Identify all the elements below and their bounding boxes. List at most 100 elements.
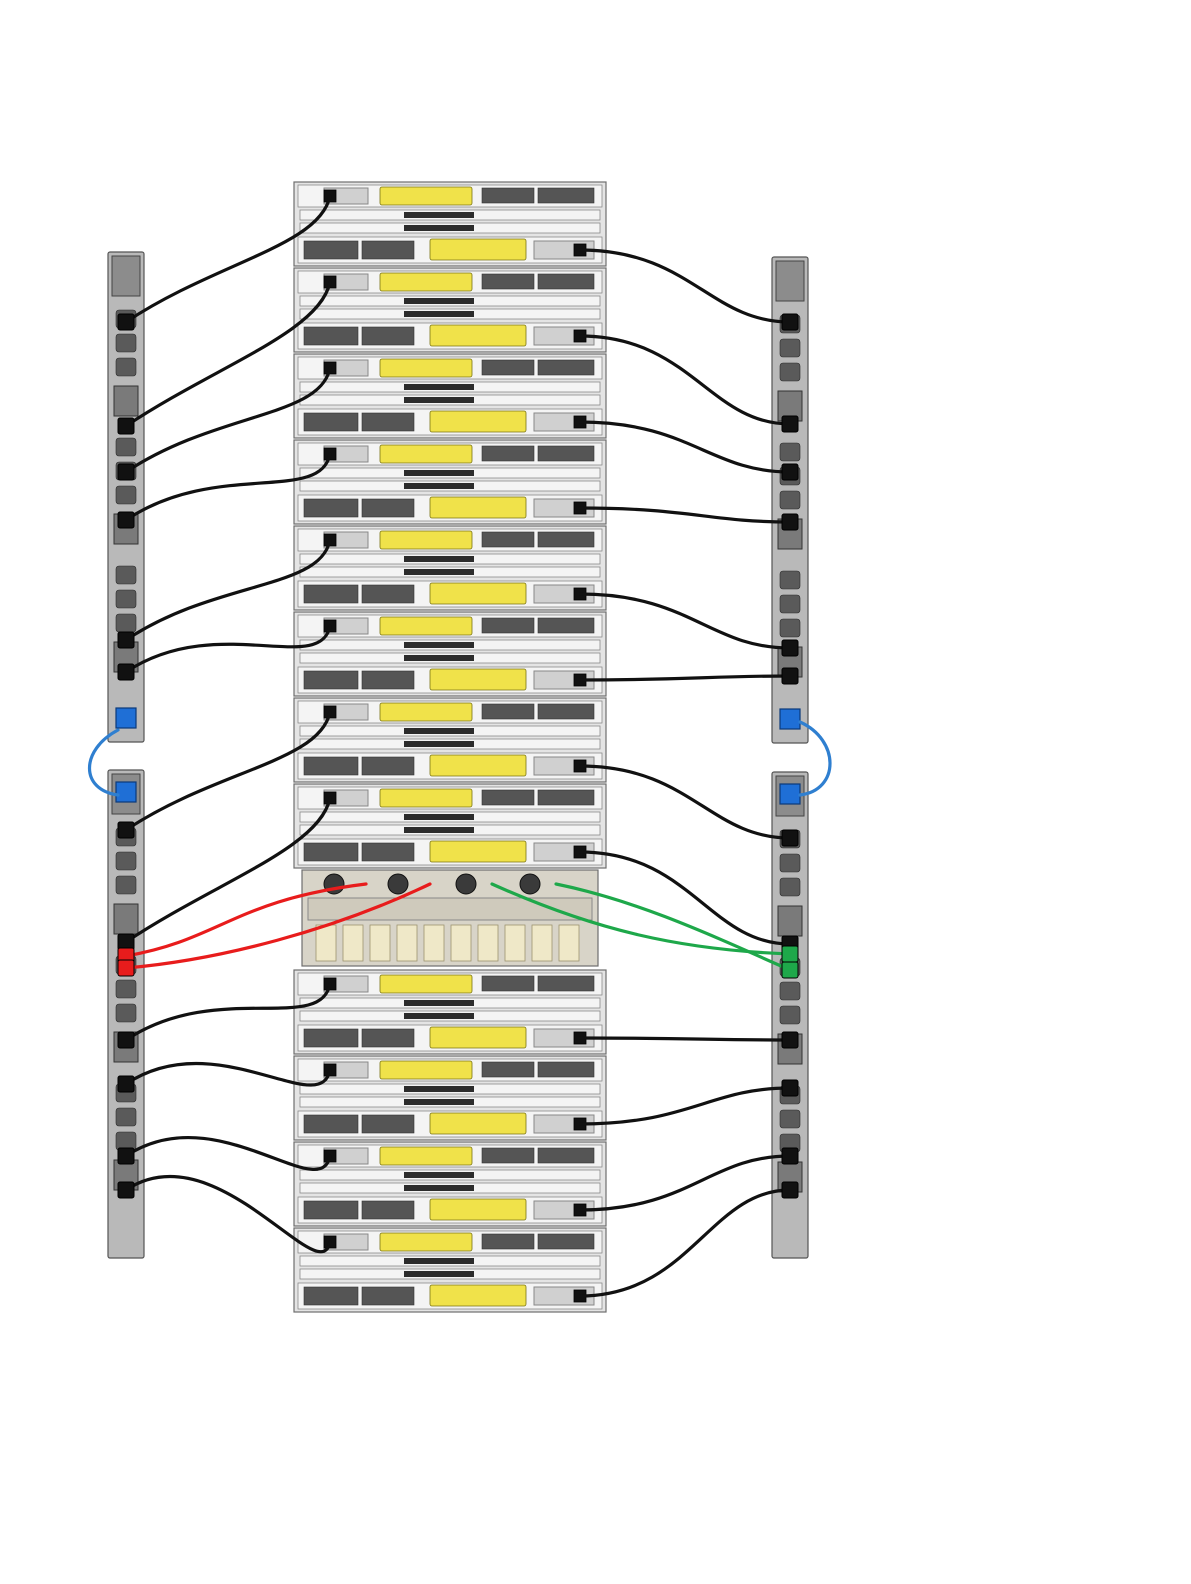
controller-io-card — [397, 925, 417, 961]
controller-io-card — [451, 925, 471, 961]
iom-ports-b — [404, 1185, 474, 1191]
disk-shelf — [294, 526, 606, 610]
pdu-socket — [780, 619, 800, 637]
vent-bottom-2 — [362, 1201, 414, 1219]
iom-ports-b — [404, 1271, 474, 1277]
pdu-socket — [780, 363, 800, 381]
power-cable — [580, 676, 790, 680]
shelf-handle-bottom — [430, 755, 526, 776]
power-outlet-plug — [118, 1076, 134, 1092]
shelf-handle-bottom — [430, 325, 526, 346]
pdu-socket — [116, 614, 136, 632]
pdu-breaker — [114, 386, 138, 416]
disk-shelf — [294, 698, 606, 782]
iom-ports-a — [404, 728, 474, 734]
pdu-socket — [116, 590, 136, 608]
pdu-breaker — [778, 906, 802, 936]
shelf-handle-top — [380, 359, 472, 377]
pdu-socket — [780, 1110, 800, 1128]
pdu-link-plug — [116, 782, 136, 802]
vent-top-2 — [538, 188, 594, 203]
vent-bottom-2 — [362, 1029, 414, 1047]
shelf-handle-bottom — [430, 1027, 526, 1048]
shelf-handle-top — [380, 273, 472, 291]
controller-io-card — [370, 925, 390, 961]
vent-top-1 — [482, 360, 534, 375]
power-cable — [580, 1156, 790, 1210]
power-cable — [580, 250, 790, 322]
iom-ports-b — [404, 483, 474, 489]
pdu-link-plug — [780, 709, 800, 729]
iom-ports-a — [404, 1000, 474, 1006]
power-outlet-plug — [118, 1032, 134, 1048]
power-cable — [580, 594, 790, 648]
shelf-handle-top — [380, 703, 472, 721]
power-outlet-plug — [782, 464, 798, 480]
power-outlet-plug — [118, 418, 134, 434]
vent-bottom-1 — [304, 757, 358, 775]
pdu-socket — [116, 334, 136, 352]
controller-plug-b — [782, 946, 798, 962]
vent-top-2 — [538, 1062, 594, 1077]
iom-ports-a — [404, 212, 474, 218]
iom-ports-b — [404, 1099, 474, 1105]
pdu-socket — [116, 438, 136, 456]
power-cable — [580, 766, 790, 838]
iom-ports-b — [404, 741, 474, 747]
power-outlet-plug — [782, 416, 798, 432]
vent-bottom-1 — [304, 843, 358, 861]
shelf-handle-top — [380, 1233, 472, 1251]
controller-fan — [388, 874, 408, 894]
iom-ports-b — [404, 397, 474, 403]
shelf-handle-top — [380, 187, 472, 205]
power-outlet-plug — [118, 464, 134, 480]
pdu-socket — [780, 982, 800, 1000]
iom-ports-a — [404, 1172, 474, 1178]
shelf-handle-top — [380, 445, 472, 463]
vent-bottom-1 — [304, 327, 358, 345]
power-outlet-plug — [782, 830, 798, 846]
iom-ports-b — [404, 655, 474, 661]
disk-shelf — [294, 1056, 606, 1140]
disk-shelf — [294, 1142, 606, 1226]
iom-ports-a — [404, 470, 474, 476]
shelf-handle-top — [380, 975, 472, 993]
pdu-breaker — [114, 904, 138, 934]
pdu-socket — [780, 1006, 800, 1024]
vent-bottom-2 — [362, 499, 414, 517]
vent-top-1 — [482, 1062, 534, 1077]
power-outlet-plug — [118, 822, 134, 838]
shelf-handle-top — [380, 531, 472, 549]
power-outlet-plug — [118, 632, 134, 648]
pdu-link-plug — [116, 708, 136, 728]
pdu-socket — [780, 571, 800, 589]
vent-bottom-2 — [362, 327, 414, 345]
controller-io-card — [478, 925, 498, 961]
vent-bottom-1 — [304, 499, 358, 517]
pdu-socket — [780, 878, 800, 896]
vent-top-2 — [538, 704, 594, 719]
vent-bottom-2 — [362, 413, 414, 431]
iom-ports-b — [404, 311, 474, 317]
iom-ports-b — [404, 1013, 474, 1019]
power-outlet-plug — [782, 640, 798, 656]
power-outlet-plug — [118, 1148, 134, 1164]
disk-shelf — [294, 440, 606, 524]
shelf-handle-bottom — [430, 1199, 526, 1220]
vent-bottom-1 — [304, 585, 358, 603]
iom-ports-b — [404, 225, 474, 231]
power-cable — [580, 508, 790, 522]
disk-shelf — [294, 354, 606, 438]
power-cable — [580, 1190, 790, 1296]
vent-top-1 — [482, 1148, 534, 1163]
vent-top-1 — [482, 532, 534, 547]
vent-bottom-1 — [304, 671, 358, 689]
controller-plug-b — [782, 962, 798, 978]
disk-shelf — [294, 784, 606, 868]
shelf-handle-bottom — [430, 411, 526, 432]
power-outlet-plug — [782, 514, 798, 530]
disk-shelf — [294, 182, 606, 266]
iom-ports-a — [404, 1086, 474, 1092]
iom-ports-b — [404, 569, 474, 575]
